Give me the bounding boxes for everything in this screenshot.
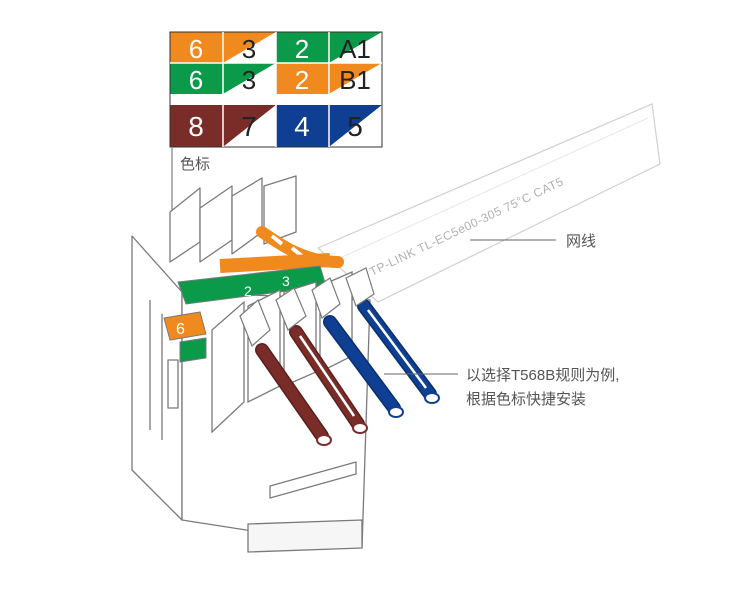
jack-tooth-2 (199, 185, 233, 263)
cell-r3c2-text: 7 (241, 111, 257, 142)
cell-r3c3-text: 4 (294, 111, 310, 142)
color-label: 色标 (180, 156, 210, 173)
instruction-line-1: 以选择T568B规则为例, (466, 367, 619, 384)
cell-r3c2-white (223, 105, 276, 147)
jack-base (247, 519, 363, 553)
jack-latch (269, 461, 357, 499)
wire-ends (239, 267, 440, 446)
jack-orange-label-block (163, 311, 207, 341)
cell-r1c3-green (276, 32, 329, 63)
green-band-label-2: 2 (244, 283, 252, 299)
cell-r2c1-text: 6 (189, 65, 203, 95)
jack-front-tooth-1 (211, 300, 245, 434)
cell-r3c4-text: 5 (347, 111, 363, 142)
cell-r3c1-text: 8 (188, 111, 204, 142)
cell-r2c1-green (170, 63, 223, 94)
cell-r3c1-brown (170, 105, 223, 147)
jack-orange-label: 6 (176, 321, 185, 338)
cell-r1c1-orange (170, 32, 223, 63)
jack-tooth-1 (169, 187, 201, 263)
cell-r2c4-white (329, 63, 382, 94)
cell-r1c4-white (329, 32, 382, 63)
cell-r2c3-orange (276, 63, 329, 94)
cell-r3c3-blue (276, 105, 329, 147)
color-code-table: 6 3 2 A1 6 3 2 B1 8 7 4 5 (169, 31, 383, 148)
cable-label: 网线 (566, 233, 596, 250)
cell-r3c4-white (329, 105, 382, 147)
cell-r1c4-text: A1 (339, 34, 371, 64)
cell-r1c2-text: 3 (242, 34, 256, 64)
cell-r2c2-white (223, 63, 276, 94)
wire-brown (256, 344, 328, 442)
jack-green-label-block (179, 337, 207, 363)
jack-tooth-3 (231, 177, 263, 255)
instruction-line-2: 根据色标快捷安装 (466, 391, 586, 408)
cell-r2c2-text: 3 (242, 65, 256, 95)
green-band-label-3: 3 (282, 273, 290, 289)
wire-blue (324, 316, 400, 414)
cell-r1c2-white (223, 32, 276, 63)
cell-r1c1-text: 6 (189, 34, 203, 64)
jack-tooth-4 (263, 175, 297, 245)
cell-r1c3-text: 2 (295, 34, 309, 64)
cell-r2c3-text: 2 (295, 65, 309, 95)
cell-r2c4-text: B1 (339, 65, 371, 95)
wire-orange (219, 253, 331, 273)
